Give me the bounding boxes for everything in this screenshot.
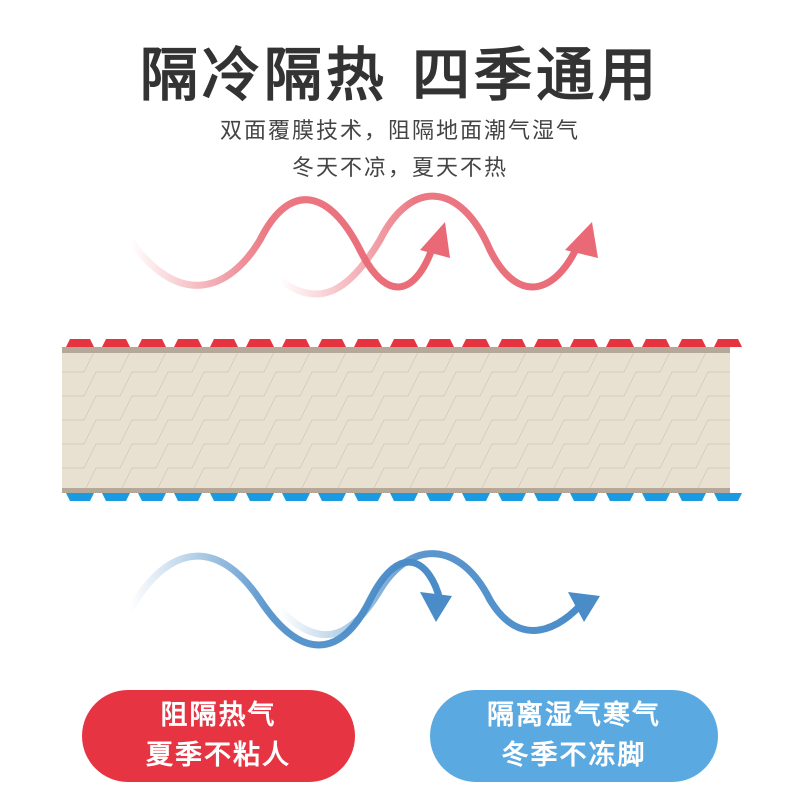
badge-line-1: 阻隔热气: [160, 700, 277, 731]
badge-line-2: 冬季不冻脚: [501, 740, 647, 771]
badge-line-1: 隔离湿气寒气: [487, 700, 661, 731]
blue-film-bump: [138, 493, 166, 501]
red-film-bump: [678, 339, 706, 347]
blue-film-bump: [426, 493, 454, 501]
mat-cross-section: [62, 339, 742, 501]
subtitle-line-1: 双面覆膜技术，阻隔地面潮气湿气: [219, 119, 580, 144]
red-film-bump: [354, 339, 382, 347]
blue-film-bump: [678, 493, 706, 501]
subtitle-line-2: 冬天不凉，夏天不热: [291, 156, 508, 181]
cold-wave-icon: [126, 550, 600, 649]
heat-wave-icon: [126, 192, 598, 298]
blue-film-bump: [462, 493, 490, 501]
red-film-bump: [102, 339, 130, 347]
red-film-bump: [570, 339, 598, 347]
blue-film-bump: [210, 493, 238, 501]
red-film-bump: [390, 339, 418, 347]
red-film-bump: [606, 339, 634, 347]
red-film-bump: [138, 339, 166, 347]
blue-film-bump: [66, 493, 94, 501]
blue-film-bump: [534, 493, 562, 501]
red-film-bump: [498, 339, 526, 347]
badge-line-2: 夏季不粘人: [146, 740, 291, 771]
blue-film-bump: [570, 493, 598, 501]
page-title: 隔冷隔热 四季通用: [139, 41, 661, 109]
red-film-bump: [246, 339, 274, 347]
heat-block-badge: 阻隔热气 夏季不粘人: [82, 690, 355, 782]
red-film-bump: [534, 339, 562, 347]
blue-film-bump: [642, 493, 670, 501]
blue-film-bump: [498, 493, 526, 501]
blue-film-bump: [390, 493, 418, 501]
red-film-bump: [642, 339, 670, 347]
blue-film-bump: [282, 493, 310, 501]
blue-film-bump: [354, 493, 382, 501]
blue-film-bump: [318, 493, 346, 501]
blue-film-bump: [606, 493, 634, 501]
red-film-bump: [318, 339, 346, 347]
red-film-bump: [210, 339, 238, 347]
blue-film-bump: [174, 493, 202, 501]
red-film-bump: [714, 339, 742, 347]
red-film-bump: [462, 339, 490, 347]
blue-film-bump: [714, 493, 742, 501]
blue-film-bump: [102, 493, 130, 501]
cold-block-badge: 隔离湿气寒气 冬季不冻脚: [430, 690, 718, 782]
red-film-bump: [66, 339, 94, 347]
red-film-bump: [174, 339, 202, 347]
red-film-bump: [282, 339, 310, 347]
blue-film-bump: [246, 493, 274, 501]
red-film-bump: [426, 339, 454, 347]
